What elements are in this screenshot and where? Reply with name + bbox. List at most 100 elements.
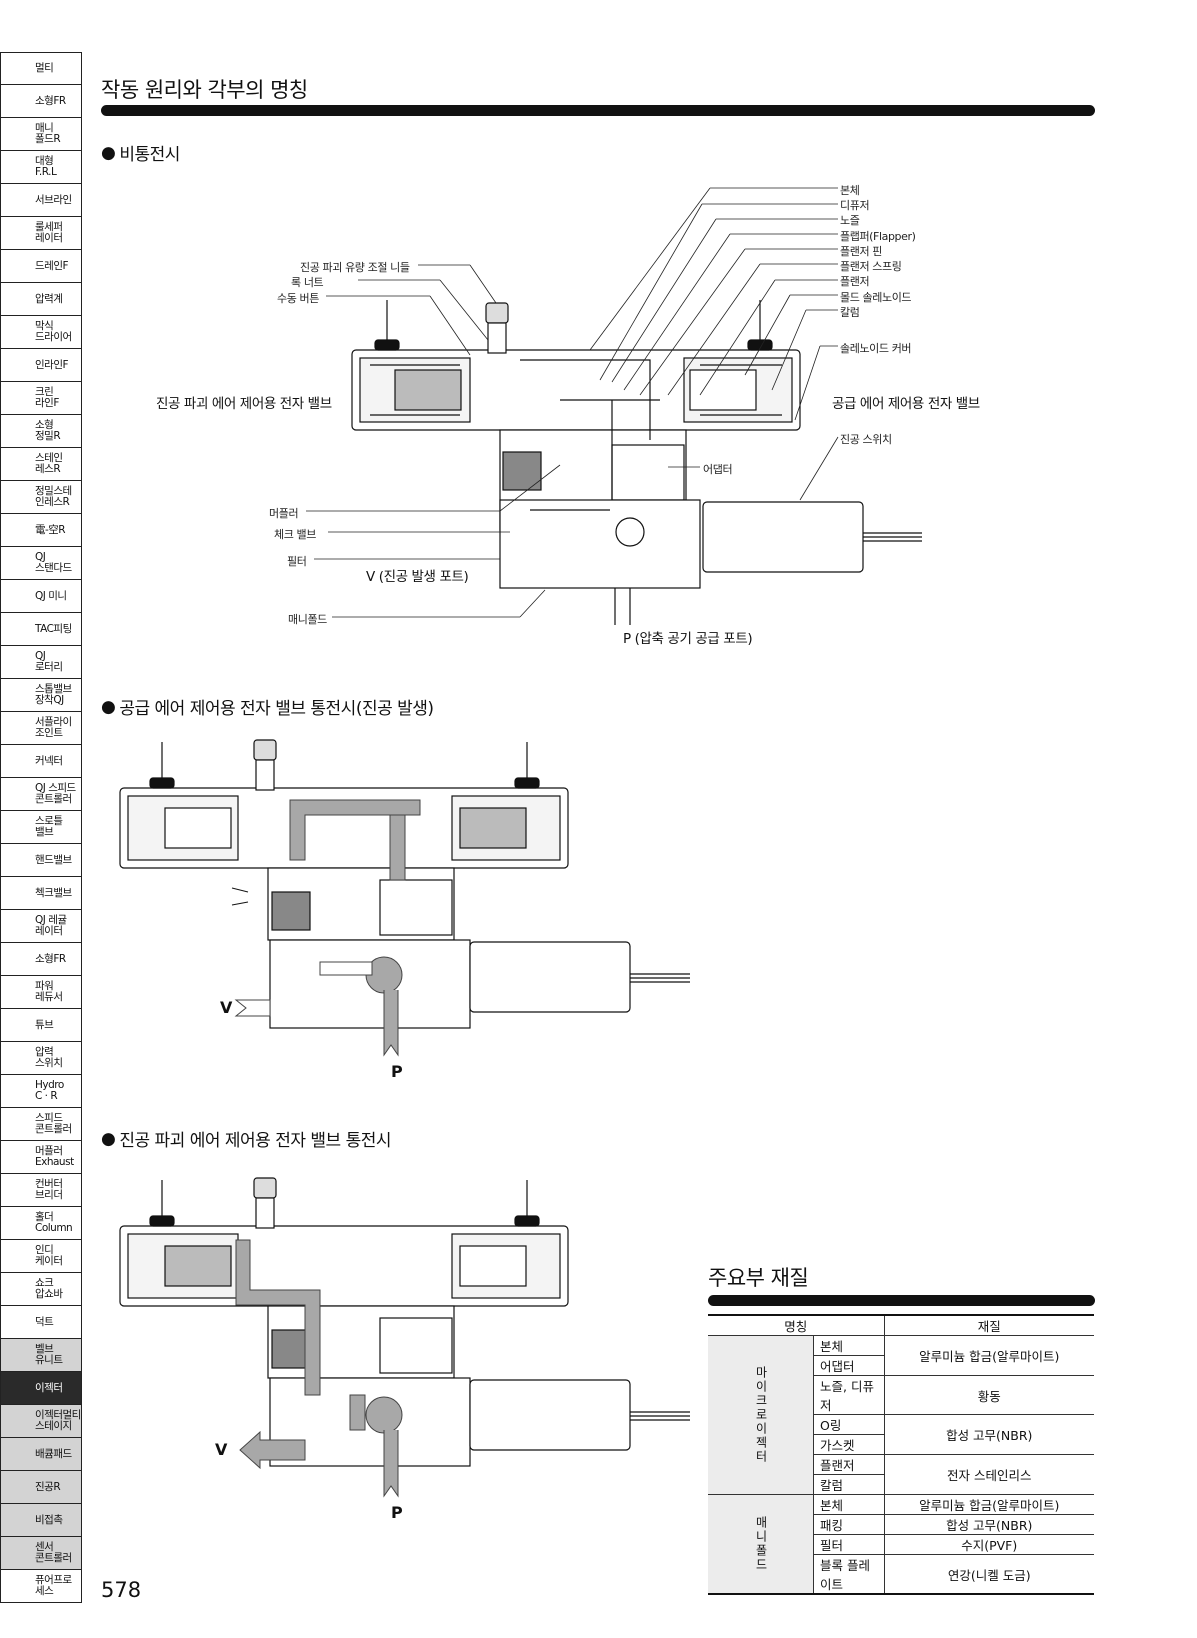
sidebar-tab[interactable]: 소형FR <box>0 943 82 976</box>
sidebar-tab[interactable]: 센서 콘트롤러 <box>0 1537 82 1570</box>
sidebar-tab[interactable]: 이젝터멀티 스테이지 <box>0 1405 82 1438</box>
materials-rule <box>708 1295 1095 1306</box>
label-v-port: V (진공 발생 포트) <box>366 569 469 585</box>
sidebar-tab[interactable]: 머플러 Exhaust <box>0 1141 82 1174</box>
sidebar-tab[interactable]: 電-空R <box>0 514 82 547</box>
part-name-cell: 패킹 <box>813 1514 885 1535</box>
group-label: 마이크로이젝터 <box>708 1335 814 1495</box>
part-label-filter: 필터 <box>287 555 307 568</box>
part-label-adapter: 어댑터 <box>703 463 733 476</box>
sidebar-tab[interactable]: 컨버터 브리더 <box>0 1174 82 1207</box>
section1-heading-text: 비통전시 <box>119 145 180 165</box>
material-cell: 알루미늄 합금(알루마이트) <box>883 1494 1094 1515</box>
part-label-manifold: 매니폴드 <box>288 613 327 626</box>
material-cell: 합성 고무(NBR) <box>883 1414 1094 1455</box>
part-label-vacuum-switch: 진공 스위치 <box>840 433 892 446</box>
section1-heading: ● 비통전시 <box>101 140 180 166</box>
diagram-non-energized <box>306 187 922 625</box>
sidebar-tab[interactable]: 스테인 레스R <box>0 448 82 481</box>
sidebar-tab[interactable]: QJ 로터리 <box>0 646 82 679</box>
sidebar-tab[interactable]: 파워 레듀서 <box>0 976 82 1009</box>
sidebar-tab[interactable]: 룰세퍼 레이터 <box>0 217 82 250</box>
section2-heading-text: 공급 에어 제어용 전자 밸브 통전시(진공 발생) <box>119 699 434 719</box>
sidebar-tab[interactable]: 핸드밸브 <box>0 844 82 877</box>
sidebar-tab[interactable]: 벨브 유니트 <box>0 1339 82 1372</box>
sidebar-tab[interactable]: 퓨어프로 세스 <box>0 1570 82 1603</box>
material-cell: 합성 고무(NBR) <box>883 1514 1094 1535</box>
sidebar-tab[interactable]: QJ 스탠다드 <box>0 547 82 580</box>
sidebar-tab[interactable]: 진공R <box>0 1471 82 1504</box>
part-name-cell: 어댑터 <box>813 1355 884 1376</box>
part-label-plunger: 플랜저 <box>840 275 870 288</box>
label-p-port: P (압축 공기 공급 포트) <box>623 631 753 647</box>
material-cell: 연강(니켈 도금) <box>883 1554 1094 1595</box>
label-left-valve: 진공 파괴 에어 제어용 전자 밸브 <box>156 396 332 412</box>
part-label-mold-solenoid: 몰드 솔레노이드 <box>840 291 912 304</box>
section2-heading: ● 공급 에어 제어용 전자 밸브 통전시(진공 발생) <box>101 694 434 720</box>
part-name-cell: 본체 <box>813 1494 885 1515</box>
part-name-cell: 노즐, 디퓨저 <box>813 1375 885 1415</box>
part-label-solenoid-cover: 솔레노이드 커버 <box>840 342 912 355</box>
sidebar-tab[interactable]: 쇼크 압쇼바 <box>0 1273 82 1306</box>
materials-title: 주요부 재질 <box>708 1266 809 1290</box>
material-cell: 전자 스테인리스 <box>883 1454 1094 1495</box>
sidebar-tab[interactable]: 압력 스위치 <box>0 1042 82 1075</box>
bullet-icon: ● <box>101 1128 116 1149</box>
sidebar-tab[interactable]: 정밀스테 인레스R <box>0 481 82 514</box>
part-label-muffler: 머플러 <box>269 507 299 520</box>
sidebar-tab[interactable]: 크린 라인F <box>0 382 82 415</box>
sidebar-tab[interactable]: QJ 스피드 콘트롤러 <box>0 778 82 811</box>
sidebar-tab[interactable]: QJ 레귤 레이터 <box>0 910 82 943</box>
sidebar-tab[interactable]: 압력계 <box>0 283 82 316</box>
sidebar-tab[interactable]: 드레인F <box>0 250 82 283</box>
sidebar-tab[interactable]: 소형FR <box>0 85 82 118</box>
part-label-lock-nut: 록 너트 <box>291 276 324 289</box>
sidebar-tab[interactable]: 대형 F.R.L <box>0 151 82 184</box>
part-name-cell: O링 <box>813 1414 885 1435</box>
table-header-row: 명칭 재질 <box>708 1314 1094 1336</box>
material-cell: 수지(PVF) <box>883 1534 1094 1555</box>
sidebar-tab[interactable]: 비접촉 <box>0 1504 82 1537</box>
sidebar-tab[interactable]: QJ 미니 <box>0 580 82 613</box>
sidebar-tab[interactable]: 스톱밸브 장착QJ <box>0 679 82 712</box>
sidebar-tab[interactable]: 인디 케이터 <box>0 1240 82 1273</box>
sidebar-tab[interactable]: 인라인F <box>0 349 82 382</box>
port-label-v: V <box>220 998 233 1017</box>
sidebar-tab[interactable]: 스로틀 밸브 <box>0 811 82 844</box>
sidebar-tab[interactable]: TAC피팅 <box>0 613 82 646</box>
sidebar-tab[interactable]: 배큠패드 <box>0 1438 82 1471</box>
sidebar-tab[interactable]: 첵크밸브 <box>0 877 82 910</box>
sidebar-tab[interactable]: 소형 정밀R <box>0 415 82 448</box>
bullet-icon: ● <box>101 142 116 163</box>
sidebar-tab[interactable]: 튜브 <box>0 1009 82 1042</box>
part-label-check-valve: 체크 밸브 <box>274 528 316 541</box>
sidebar-tab[interactable]: 스피드 콘트롤러 <box>0 1108 82 1141</box>
sidebar-tab[interactable]: 멀티 <box>0 52 82 85</box>
sidebar-tab[interactable]: 덕트 <box>0 1306 82 1339</box>
sidebar-tab[interactable]: 서브라인 <box>0 184 82 217</box>
sidebar-tab[interactable]: 이젝터 <box>0 1372 82 1405</box>
port-label-v: V <box>215 1440 228 1459</box>
part-label-plunger-pin: 플랜저 핀 <box>840 245 882 258</box>
section3-heading-text: 진공 파괴 에어 제어용 전자 밸브 통전시 <box>119 1131 392 1151</box>
sidebar-tab[interactable]: Hydro C · R <box>0 1075 82 1108</box>
part-name-cell: 플랜저 <box>813 1454 885 1475</box>
page-number: 578 <box>101 1578 142 1602</box>
port-label-p: P <box>391 1503 403 1522</box>
sidebar-tab[interactable]: 커넥터 <box>0 745 82 778</box>
sidebar-tab[interactable]: 서플라이 조인트 <box>0 712 82 745</box>
title-rule <box>101 105 1095 116</box>
sidebar-tab[interactable]: 막식 드라이어 <box>0 316 82 349</box>
sidebar-tab[interactable]: 홀더 Column <box>0 1207 82 1240</box>
section3-heading: ● 진공 파괴 에어 제어용 전자 밸브 통전시 <box>101 1126 392 1152</box>
sidebar-tab[interactable]: 매니 폴드R <box>0 118 82 151</box>
part-label-column: 칼럼 <box>840 306 860 319</box>
